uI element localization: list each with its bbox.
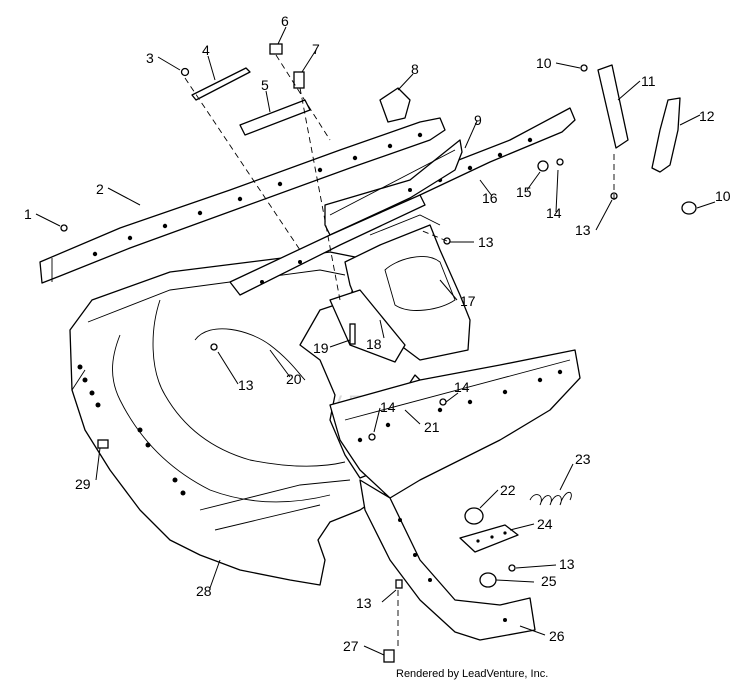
part-4-pad — [191, 67, 251, 101]
part-7-bolt — [293, 71, 305, 89]
part-15-nut — [537, 160, 549, 172]
callout-13-b: 13 — [575, 222, 591, 238]
assembly-lines — [184, 54, 615, 650]
callout-2: 2 — [96, 181, 104, 197]
callout-18: 18 — [366, 336, 382, 352]
part-24-plate — [459, 524, 519, 553]
part-8-bracket — [379, 87, 411, 123]
part-14-fastener-c — [368, 433, 376, 441]
callout-29: 29 — [75, 476, 91, 492]
callout-28: 28 — [196, 583, 212, 599]
callout-10-bottom: 10 — [715, 188, 731, 204]
callout-22: 22 — [500, 482, 516, 498]
part-11-bar — [597, 64, 629, 149]
callout-10-top: 10 — [536, 55, 552, 71]
callout-13-c: 13 — [238, 377, 254, 393]
callout-14-a: 14 — [546, 205, 562, 221]
part-27-bolt — [383, 649, 395, 663]
callout-13-a: 13 — [478, 234, 494, 250]
callout-20: 20 — [286, 371, 302, 387]
callout-5: 5 — [261, 77, 269, 93]
callout-14-b: 14 — [454, 379, 470, 395]
callouts: 1 2 3 4 5 6 7 8 9 10 11 12 10 13 13 14 1… — [24, 13, 731, 654]
callout-6: 6 — [281, 13, 289, 29]
leader-lines — [35, 26, 716, 656]
callout-17: 17 — [460, 293, 476, 309]
part-25-clip — [479, 572, 497, 588]
callout-1: 1 — [24, 206, 32, 222]
part-13-fastener-e — [395, 579, 403, 589]
callout-16: 16 — [482, 190, 498, 206]
credit-text: Rendered by LeadVenture, Inc. — [396, 668, 548, 680]
callout-3: 3 — [146, 50, 154, 66]
part-1-fastener — [60, 224, 68, 232]
part-23-spring — [529, 491, 572, 506]
part-26-frame-arm — [359, 479, 536, 641]
callout-4: 4 — [202, 42, 210, 58]
part-20-cable — [194, 328, 306, 381]
callout-9: 9 — [474, 112, 482, 128]
callout-11: 11 — [641, 73, 656, 89]
callout-27: 27 — [343, 638, 359, 654]
part-18-support — [329, 289, 406, 363]
part-3-fastener — [180, 67, 190, 77]
part-22-cap — [464, 507, 484, 525]
callout-26: 26 — [549, 628, 565, 644]
callout-14-c: 14 — [380, 399, 396, 415]
inner-rail — [229, 194, 426, 296]
part-5-strip — [239, 99, 311, 136]
callout-8: 8 — [411, 61, 419, 77]
part-10-cap-bottom — [681, 201, 697, 215]
callout-13-e: 13 — [356, 595, 372, 611]
callout-21: 21 — [424, 419, 440, 435]
part-19-bolt — [349, 323, 356, 345]
part-10-cap-top — [580, 64, 588, 72]
part-29-bolt — [97, 439, 109, 449]
callout-13-d: 13 — [559, 556, 575, 572]
callout-23: 23 — [575, 451, 591, 467]
part-2-long-rail — [39, 117, 446, 284]
part-6-knob — [269, 43, 283, 55]
callout-24: 24 — [537, 516, 553, 532]
callout-7: 7 — [312, 41, 320, 57]
part-13-fastener-d — [508, 564, 516, 572]
fasteners — [60, 43, 697, 663]
part-14-fastener-a — [556, 158, 564, 166]
callout-19: 19 — [313, 340, 329, 356]
callout-15: 15 — [516, 184, 532, 200]
part-14-fastener-b — [439, 398, 447, 406]
front-crossbar — [329, 349, 581, 499]
part-13-fastener-c — [210, 343, 218, 351]
part-12-lever — [651, 97, 681, 173]
callout-12: 12 — [699, 108, 715, 124]
callout-25: 25 — [541, 573, 557, 589]
